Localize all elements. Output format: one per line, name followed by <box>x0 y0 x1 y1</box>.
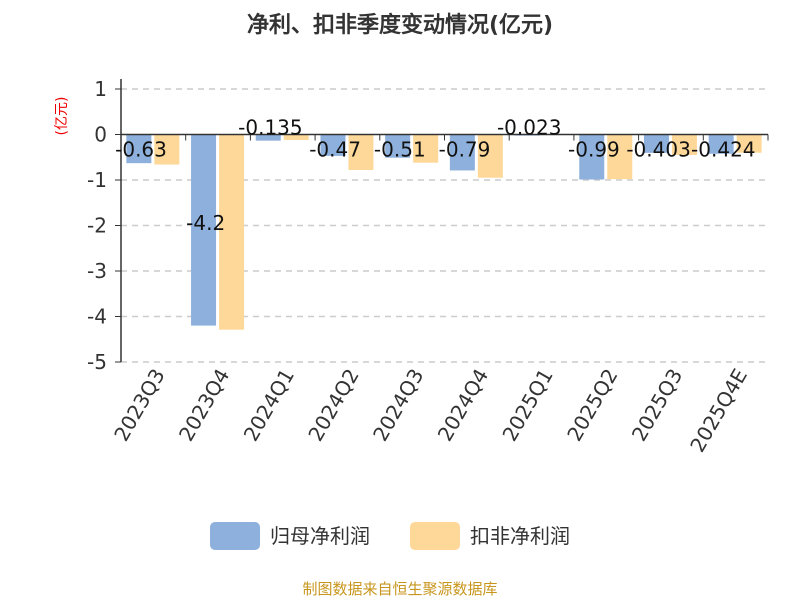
x-tick-label: 2025Q3 <box>627 365 687 446</box>
legend-swatch-0 <box>210 522 260 550</box>
x-tick-label: 2024Q2 <box>303 365 363 446</box>
bar-0 <box>126 134 152 164</box>
y-tick-label: -3 <box>87 259 107 283</box>
data-label: -0.51 <box>374 138 426 162</box>
bar-0 <box>579 134 605 180</box>
data-label: -0.63 <box>115 138 167 162</box>
legend-label-1: 扣非净利润 <box>470 524 570 548</box>
bar-0 <box>320 134 346 156</box>
x-tick-label: 2024Q4 <box>433 365 493 446</box>
x-tick-label: 2025Q1 <box>497 365 557 446</box>
y-tick-label: -2 <box>87 214 107 238</box>
y-axis-label: (亿元) <box>54 97 70 136</box>
bar-1 <box>219 134 245 330</box>
x-tick-label: 2023Q4 <box>174 365 234 446</box>
legend: 归母净利润 扣非净利润 <box>210 522 570 550</box>
bar-1 <box>413 134 439 163</box>
data-label: -0.403 <box>626 138 690 162</box>
x-tick-label: 2025Q4E <box>685 365 752 457</box>
bar-0 <box>191 134 217 326</box>
y-tick-label: -5 <box>87 350 107 374</box>
bar-1 <box>348 134 374 170</box>
data-label: -0.79 <box>439 138 491 162</box>
chart-title: 净利、扣非季度变动情况(亿元) <box>247 12 553 38</box>
x-tick-label: 2024Q3 <box>368 365 428 446</box>
data-label: -0.99 <box>568 138 620 162</box>
y-tick-label: 1 <box>94 77 107 101</box>
data-label: -4.2 <box>186 211 225 235</box>
bar-1 <box>154 134 180 165</box>
bar-0 <box>708 134 734 154</box>
data-label: -0.135 <box>238 116 302 140</box>
x-tick-label: 2023Q3 <box>109 365 169 446</box>
legend-swatch-1 <box>410 522 460 550</box>
bar-1 <box>607 134 633 180</box>
legend-label-0: 归母净利润 <box>270 524 370 548</box>
data-label: -0.023 <box>497 116 561 140</box>
data-label: -0.424 <box>691 138 755 162</box>
bar-0 <box>255 134 281 141</box>
bar-1 <box>477 134 503 178</box>
source-footer: 制图数据来自恒生聚源数据库 <box>302 580 497 598</box>
bar-1 <box>671 134 697 155</box>
y-tick-label: -4 <box>87 305 107 329</box>
x-tick-label: 2025Q2 <box>562 365 622 446</box>
bar-0 <box>449 134 475 171</box>
bar-1 <box>283 134 309 140</box>
data-label: -0.47 <box>309 138 361 162</box>
bar-1 <box>736 134 762 153</box>
y-tick-label: 0 <box>94 123 107 147</box>
x-tick-label: 2024Q1 <box>239 365 299 446</box>
y-tick-label: -1 <box>87 168 107 192</box>
bar-0 <box>385 134 411 158</box>
bar-0 <box>643 134 669 153</box>
